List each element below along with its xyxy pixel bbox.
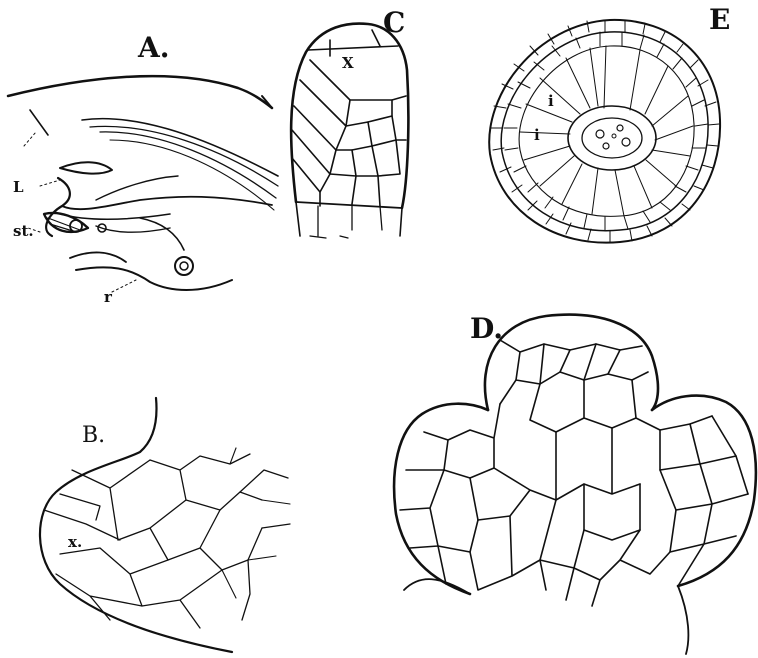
panel-c: C X xyxy=(291,6,408,238)
panel-a: A. L xyxy=(8,31,278,306)
panel-e-label: E xyxy=(709,3,730,36)
panel-e-label-i-upper: i xyxy=(548,92,554,110)
panel-e-label-i-lower: i xyxy=(534,126,540,144)
panel-d: D. xyxy=(394,312,756,654)
panel-b-label: B. xyxy=(82,423,105,448)
panel-c-cell-label: X xyxy=(342,54,354,72)
panel-b-cell-label: x. xyxy=(68,533,82,551)
panel-e: E i i xyxy=(489,3,730,243)
panel-a-label-r: r xyxy=(104,288,113,306)
panel-a-drawing xyxy=(8,76,278,292)
panel-b: B. x. xyxy=(40,398,290,652)
panel-a-label: A. xyxy=(137,31,169,64)
panel-c-label: C xyxy=(383,6,405,39)
panel-d-label: D. xyxy=(470,312,503,345)
panel-e-drawing xyxy=(489,20,720,243)
panel-a-label-st: st. xyxy=(13,222,34,240)
panel-b-drawing xyxy=(40,398,290,652)
panel-a-label-l: L xyxy=(13,178,24,196)
panel-d-drawing xyxy=(394,315,756,654)
